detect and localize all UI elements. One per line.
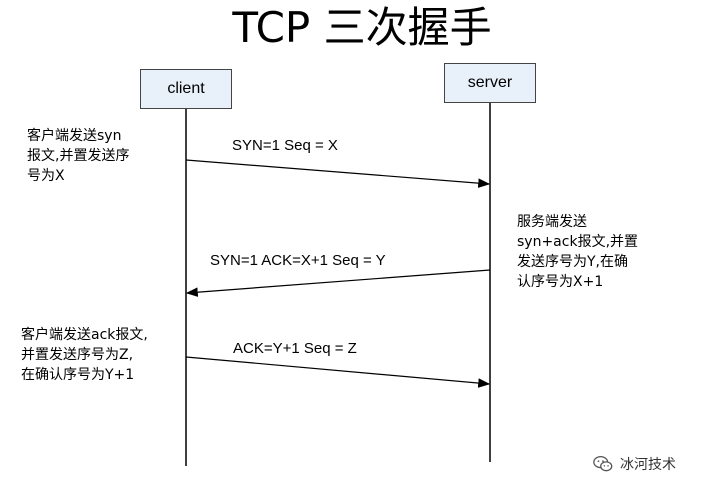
syn-message-label: SYN=1 Seq = X xyxy=(232,137,338,154)
syn-ack-message-label: SYN=1 ACK=X+1 Seq = Y xyxy=(210,252,386,269)
client-note-step1: 客户端发送syn 报文,并置发送序 号为X xyxy=(27,126,129,186)
note-line: 发送序号为Y,在确 xyxy=(517,254,629,270)
server-actor: server xyxy=(444,63,536,103)
note-line: 在确认序号为Y+1 xyxy=(21,367,135,383)
client-actor: client xyxy=(140,69,232,109)
note-line: syn+ack报文,并置 xyxy=(517,234,639,250)
ack-message-label: ACK=Y+1 Seq = Z xyxy=(233,340,357,357)
syn-arrow xyxy=(185,159,491,188)
syn-ack-arrow xyxy=(185,269,491,297)
note-line: 客户端发送syn xyxy=(27,128,122,144)
watermark-text: 冰河技术 xyxy=(620,457,676,473)
server-note-step2: 服务端发送 syn+ack报文,并置 发送序号为Y,在确 认序号为X+1 xyxy=(517,212,638,292)
diagram-title: TCP 三次握手 xyxy=(232,3,492,52)
watermark: 冰河技术 xyxy=(592,452,676,476)
note-line: 并置发送序号为Z, xyxy=(21,347,134,363)
note-line: 客户端发送ack报文, xyxy=(21,327,148,343)
note-line: 服务端发送 xyxy=(517,214,587,230)
note-line: 号为X xyxy=(27,168,65,184)
client-note-step3: 客户端发送ack报文, 并置发送序号为Z, 在确认序号为Y+1 xyxy=(21,325,148,385)
note-line: 报文,并置发送序 xyxy=(27,148,130,164)
wechat-icon xyxy=(593,456,613,472)
note-line: 认序号为X+1 xyxy=(517,274,604,290)
ack-arrow xyxy=(185,356,491,388)
